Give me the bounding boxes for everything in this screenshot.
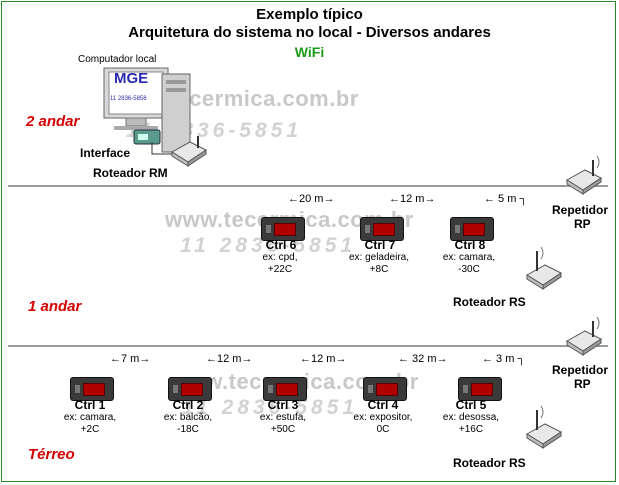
- floor-1-label: 1 andar: [28, 298, 82, 315]
- repeater-lower-label: Repetidor: [552, 363, 609, 377]
- distance-f1-1: ←20 m→: [288, 193, 335, 205]
- controller-3-name: Ctrl 3: [267, 398, 299, 412]
- controller-3-icon: [263, 377, 307, 401]
- computer-label: Computador local: [78, 54, 157, 65]
- floor-divider-lower: [8, 345, 608, 347]
- floor-2-label: 2 andar: [26, 113, 80, 130]
- title-line1: Exemplo típico: [256, 6, 363, 23]
- interface-label: Interface: [80, 146, 131, 160]
- interface-icon: [133, 129, 161, 145]
- controller-6-temp: +22C: [267, 264, 293, 275]
- controller-3-example: ex: estufa,: [259, 412, 307, 423]
- router-rs-f1-icon: [526, 246, 562, 290]
- floor-ground-label: Térreo: [28, 446, 75, 463]
- screen-brand: MGE: [114, 70, 149, 87]
- router-rm-label: Roteador RM: [93, 166, 168, 180]
- controller-8-temp: -30C: [458, 264, 480, 275]
- controller-8-name: Ctrl 8: [454, 238, 486, 252]
- title-wifi: WiFi: [294, 44, 325, 60]
- controller-6-example: ex: cpd,: [262, 252, 298, 263]
- controller-7-temp: +8C: [369, 264, 389, 275]
- repeater-lower-code: RP: [574, 377, 591, 391]
- controller-2-temp: -18C: [177, 424, 199, 435]
- title-line2: Arquitetura do sistema no local - Divers…: [128, 24, 491, 41]
- computer-icon: [103, 67, 191, 153]
- controller-3-temp: +50C: [270, 424, 296, 435]
- repeater-upper-label: Repetidor: [552, 203, 609, 217]
- controller-1-name: Ctrl 1: [74, 398, 106, 412]
- distance-g-2: ←12 m→: [206, 353, 253, 365]
- controller-6-name: Ctrl 6: [265, 238, 297, 252]
- controller-4-name: Ctrl 4: [367, 398, 399, 412]
- controller-6-icon: [261, 217, 305, 241]
- controller-7-example: ex: geladeira,: [348, 252, 410, 263]
- controller-2-example: ex: balcão,: [163, 412, 213, 423]
- distance-f1-2: ←12 m→: [389, 193, 436, 205]
- watermark-phone-mid: 11 2836-5851: [180, 234, 357, 257]
- controller-1-temp: +2C: [80, 424, 100, 435]
- controller-7-icon: [360, 217, 404, 241]
- repeater-lower-icon: [566, 316, 602, 356]
- screen-phone: 11 2836-5858: [110, 96, 147, 102]
- interface-cable: [151, 142, 172, 155]
- controller-8-example: ex: camara,: [442, 252, 496, 263]
- floor-divider-upper: [8, 185, 608, 187]
- controller-5-name: Ctrl 5: [455, 398, 487, 412]
- router-rs-ground-icon: [526, 405, 562, 449]
- router-rs-f1-label: Roteador RS: [453, 295, 526, 309]
- controller-7-name: Ctrl 7: [364, 238, 396, 252]
- controller-4-temp: 0C: [376, 424, 390, 435]
- controller-5-temp: +16C: [458, 424, 484, 435]
- distance-f1-3: ← 5 m ┐: [484, 193, 528, 205]
- controller-8-icon: [450, 217, 494, 241]
- distance-g-3: ←12 m→: [300, 353, 347, 365]
- controller-4-example: ex: expositor,: [353, 412, 413, 423]
- router-rm-icon: [171, 136, 207, 167]
- repeater-upper-code: RP: [574, 217, 591, 231]
- controller-1-example: ex: camara,: [63, 412, 117, 423]
- controller-2-name: Ctrl 2: [172, 398, 204, 412]
- controller-5-example: ex: desossa,: [442, 412, 500, 423]
- repeater-upper-icon: [566, 155, 602, 195]
- distance-g-1: ←7 m→: [110, 353, 151, 365]
- distance-g-5: ← 3 m ┐: [482, 353, 526, 365]
- router-rs-ground-label: Roteador RS: [453, 456, 526, 470]
- controller-5-icon: [458, 377, 502, 401]
- controller-4-icon: [363, 377, 407, 401]
- watermark-phone-bottom: 11 2836-5851: [182, 396, 359, 419]
- controller-1-icon: [70, 377, 114, 401]
- controller-2-icon: [168, 377, 212, 401]
- distance-g-4: ← 32 m→: [398, 353, 448, 365]
